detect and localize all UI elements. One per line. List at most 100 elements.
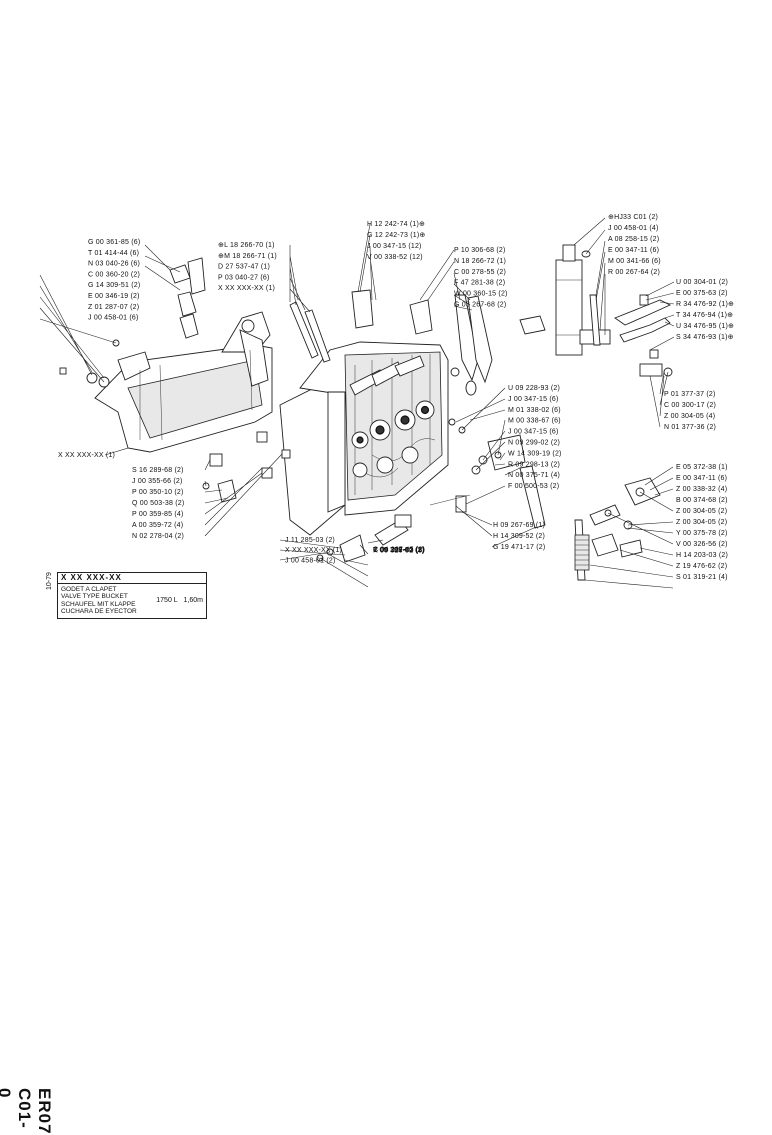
callout-top-mid-0: H 12 242-74 (1)⊕ [367,221,425,228]
callout-valve-4: Z 00 304-05 (2) [676,508,727,515]
callout-center-top-3: P 03 040-27 (6) [218,274,270,281]
callout-mid-right-2: M 01 338-02 (6) [508,407,561,414]
callout-right-mid-2: C 00 278-55 (2) [454,269,506,276]
bucket-width: 1,60m [183,596,203,604]
callout-cylinder-2: A 08 258-15 (2) [608,236,659,243]
left-pins [202,431,291,503]
callout-right-block-3: N 01 377-36 (2) [664,424,716,431]
callout-bottom-center-7: K 00 326-92 (8) [373,547,425,554]
callout-left-top-4: G 14 309-51 (2) [88,282,140,289]
callout-mid-right-0: U 09 228-93 (2) [508,385,560,392]
callout-mid-right-9: F 00 500-53 (2) [508,483,559,490]
callout-right-mid-3: F 47 281-38 (2) [454,280,505,287]
callout-right-mid-0: P 10 306-68 (2) [454,247,506,254]
hydraulic-cylinder [519,244,611,356]
callout-left-bottom-5: A 00 359-72 (4) [132,522,183,529]
callout-left-top-7: J 00 458-01 (6) [88,315,138,322]
sheet-code: ER07 C01-0 [0,1088,54,1135]
title-block: X XX XXX-XX GODET A CLAPET VALVE TYPE BU… [57,572,207,619]
callout-right-block-2: Z 00 304-05 (4) [664,413,715,420]
title-line-de: SCHAUFEL MIT KLAPPE [61,600,136,608]
callout-valve-2: Z 00 338-32 (4) [676,486,727,493]
callout-mid-right-3: M 00 338-67 (6) [508,418,561,425]
callout-valve-8: H 14 203-03 (2) [676,552,728,559]
callout-valve-0: E 05 372-38 (1) [676,464,728,471]
callout-valve-9: Z 19 476-62 (2) [676,563,727,570]
callout-left-bottom-4: P 00 359-85 (4) [132,511,184,518]
sheet-code-box: ER07 C01-0 [0,540,54,1135]
callout-left-bottom-1: J 00 355-66 (2) [132,478,182,485]
mid-right-hardware [429,418,546,529]
callout-far-right-4: U 34 476-95 (1)⊕ [676,323,734,330]
curved-arms [450,294,493,396]
callout-left-bottom-2: P 00 350-10 (2) [132,489,184,496]
callout-center-top-4: X XX XXX-XX (1) [218,285,275,292]
callout-bottom-center-6: C 00 227-23 (8) [373,547,425,554]
callout-bottom-mid-1: H 14 309-52 (2) [493,533,545,540]
callout-bottom-center-0: J 11 285-03 (2) [285,537,335,544]
reference-number: X XX XXX-XX [58,573,206,584]
callout-left-misc-0: X XX XXX-XX (1) [58,452,115,459]
callout-mid-right-6: W 14 309-19 (2) [508,450,562,457]
callout-far-right-1: E 00 375-63 (2) [676,290,728,297]
callout-valve-1: E 00 347-11 (6) [676,475,727,482]
main-frame [279,341,449,536]
valve-block [574,477,661,581]
callout-left-top-2: N 03 040-26 (6) [88,261,140,268]
callout-right-block-0: P 01 377-37 (2) [664,391,716,398]
callout-cylinder-5: R 00 267-64 (2) [608,269,660,276]
callout-valve-3: B 00 374-68 (2) [676,497,728,504]
callout-far-right-3: T 34 476-94 (1)⊕ [676,312,733,319]
callout-cylinder-4: M 00 341-66 (6) [608,258,661,265]
callout-left-bottom-3: Q 00 503-38 (2) [132,500,184,507]
callout-top-mid-3: V 00 338-52 (12) [367,254,423,261]
title-names: GODET A CLAPET VALVE TYPE BUCKET SCHAUFE… [61,586,137,616]
callout-mid-right-5: N 09 299-02 (2) [508,440,560,447]
callout-left-bottom-0: S 16 289-68 (2) [132,467,184,474]
bucket-spec: 1750 L 1,60m [156,597,203,605]
sheet-date: 10-79 [46,572,53,590]
callout-right-block-1: C 00 300-17 (2) [664,402,716,409]
callout-cylinder-3: E 00 347-11 (6) [608,247,659,254]
callout-bottom-center-5: T 09 301-60 (2) [373,547,424,554]
callout-valve-7: V 00 326-56 (2) [676,541,728,548]
callout-valve-6: Y 00 375-78 (2) [676,530,728,537]
callout-mid-right-8: N 00 375-71 (4) [508,472,560,479]
callout-top-mid-1: G 12 242-73 (1)⊕ [367,232,425,239]
callout-center-top-1: ⊕M 18 266-71 (1) [218,253,277,260]
callout-left-top-6: Z 01 287-07 (2) [88,304,139,311]
callout-bottom-center-1: X XX XXX-XX (1) [285,547,342,554]
callout-bottom-mid-2: G 19 471-17 (2) [493,544,545,551]
callout-bottom-mid-0: H 09 267-69 (1) [493,522,545,529]
callout-left-top-1: T 01 414-44 (6) [88,250,139,257]
callout-right-mid-1: N 18 266-72 (1) [454,258,506,265]
title-line-es: CUCHARA DE EYECTOR [61,608,137,615]
callout-right-mid-4: W 00 360-15 (2) [454,291,508,298]
callout-far-right-5: S 34 476-93 (1)⊕ [676,334,734,341]
callout-left-top-5: E 00 346-19 (2) [88,293,140,300]
capacity: 1750 L [156,596,178,604]
title-line-en: VALVE TYPE BUCKET [61,593,128,600]
callout-valve-10: S 01 319-21 (4) [676,574,728,581]
callout-left-top-3: C 00 360-20 (2) [88,271,140,278]
callout-bottom-center-2: J 00 458-01 (2) [285,557,335,564]
callout-labels: G 00 361-85 (6) T 01 414-44 (6) N 03 040-2… [58,214,734,581]
leader-lines [39,217,675,589]
callout-mid-right-7: R 09 298-13 (2) [508,461,560,468]
callout-center-top-2: D 27 537-47 (1) [218,264,270,271]
rod-bars [289,289,433,363]
callout-bottom-center-4: P 00 299-82 (1) [373,547,425,554]
callout-cylinder-1: J 00 458-01 (4) [608,225,658,232]
callout-far-right-0: U 00 304-01 (2) [676,279,728,286]
callout-bottom-center-3: C 04 287-45 (2) [373,547,425,554]
callout-center-top-0: ⊕L 18 266-70 (1) [218,242,275,249]
callout-right-mid-5: G 03 267-68 (2) [454,302,506,309]
callout-left-top-0: G 00 361-85 (6) [88,239,140,246]
callout-top-mid-2: J 00 347-15 (12) [367,243,422,250]
bucket-shell [94,311,273,453]
callout-valve-5: Z 00 304-05 (2) [676,519,727,526]
callout-far-right-2: R 34 476-92 (1)⊕ [676,301,734,308]
pipe-fittings [614,294,673,377]
callout-mid-right-4: J 00 347-15 (6) [508,429,558,436]
callout-mid-right-1: J 00 347-15 (6) [508,396,558,403]
